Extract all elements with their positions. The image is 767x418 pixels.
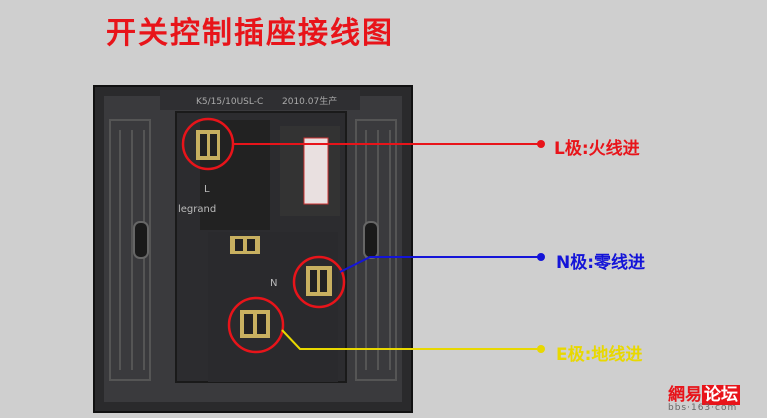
label-n-neutral: N极:零线进 [556, 248, 645, 273]
watermark-name-part1: 網易 [668, 385, 702, 405]
watermark: 網易论坛 bbs·163·com [668, 380, 740, 413]
left-screw-slot [134, 222, 148, 258]
tcl-sticker [304, 138, 328, 204]
terminal-l [196, 130, 220, 160]
model-text: K5/15/10USL-C [196, 97, 263, 107]
date-text: 2010.07生产 [282, 95, 337, 107]
terminal-n [306, 266, 332, 296]
watermark-name: 網易论坛 [668, 380, 740, 405]
right-screw-slot [364, 222, 378, 258]
terminal-e [240, 310, 270, 338]
brand-text: legrand [178, 204, 216, 215]
label-e-ground: E极:地线进 [556, 340, 642, 365]
terminal-l-mark: L [204, 184, 210, 195]
terminal-n-mark: N [270, 278, 277, 289]
label-l-live: L极:火线进 [554, 134, 640, 159]
watermark-name-part2: 论坛 [702, 385, 740, 405]
watermark-url: bbs·163·com [668, 403, 740, 413]
terminal-switch [230, 236, 260, 254]
